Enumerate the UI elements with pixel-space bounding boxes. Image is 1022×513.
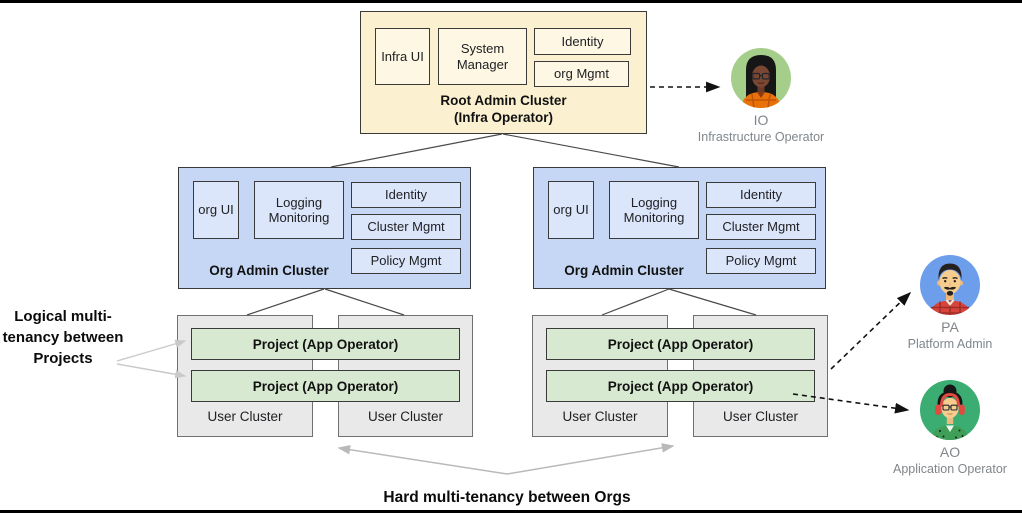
hard-multitenancy-arrow	[337, 443, 675, 475]
component-org-ui: org UI	[548, 181, 594, 239]
component-logging-monitoring: Logging Monitoring	[254, 181, 344, 239]
org-cluster-title: Org Admin Cluster	[209, 263, 329, 278]
component-identity: Identity	[351, 182, 461, 208]
io-avatar-icon	[731, 48, 791, 108]
project-bar: Project (App Operator)	[191, 370, 460, 402]
arrow-label-to-project2	[116, 363, 187, 379]
persona-pa: PA Platform Admin	[870, 255, 1022, 351]
hard-multitenancy-label: Hard multi-tenancy between Orgs	[383, 489, 631, 506]
window-top-edge	[0, 0, 1022, 3]
component-cluster-mgmt: Cluster Mgmt	[351, 214, 461, 240]
ao-avatar-icon	[920, 380, 980, 440]
component-org-ui: org UI	[193, 181, 239, 239]
component-policy-mgmt: Policy Mgmt	[706, 248, 816, 274]
pa-avatar-icon	[920, 255, 980, 315]
logical-multitenancy-label: Logical multi-tenancy between Projects	[2, 308, 124, 367]
root-admin-cluster: Infra UI System Manager Identity org Mgm…	[360, 11, 647, 134]
component-policy-mgmt: Policy Mgmt	[351, 248, 461, 274]
line-root-to-org-left	[330, 133, 503, 168]
persona-io-abbr: IO	[753, 112, 769, 128]
persona-pa-role: Platform Admin	[907, 337, 993, 351]
persona-io-role: Infrastructure Operator	[697, 130, 825, 144]
user-cluster-label: User Cluster	[207, 409, 283, 424]
root-cluster-title: Root Admin Cluster (Infra Operator)	[361, 93, 646, 126]
component-org-mgmt: org Mgmt	[534, 61, 629, 87]
line-orgleft-to-user2	[324, 288, 405, 316]
persona-ao-abbr: AO	[939, 444, 961, 460]
component-logging-monitoring: Logging Monitoring	[609, 181, 699, 239]
line-orgright-to-user2	[668, 288, 757, 316]
logical-label-arrows	[116, 339, 187, 379]
line-orgright-to-user1	[601, 288, 670, 316]
window-bottom-edge	[0, 510, 1022, 513]
persona-pa-abbr: PA	[941, 319, 959, 335]
org-admin-cluster-right: org UI Logging Monitoring Identity Clust…	[533, 167, 826, 289]
project-bar: Project (App Operator)	[191, 328, 460, 360]
project-bar: Project (App Operator)	[546, 328, 815, 360]
component-system-manager: System Manager	[438, 28, 527, 85]
arrow-label-to-project1	[116, 339, 187, 362]
component-identity: Identity	[706, 182, 816, 208]
persona-ao: AO Application Operator	[870, 380, 1022, 476]
root-cluster-title-line2: (Infra Operator)	[453, 109, 553, 125]
root-cluster-title-line1: Root Admin Cluster	[440, 93, 567, 109]
line-root-to-org-right	[502, 133, 680, 168]
component-identity: Identity	[534, 28, 631, 55]
user-cluster-label: User Cluster	[367, 409, 443, 424]
line-orgleft-to-user1	[246, 288, 325, 316]
user-cluster-label: User Cluster	[722, 409, 798, 424]
org-cluster-title: Org Admin Cluster	[564, 263, 684, 278]
org-admin-cluster-left: org UI Logging Monitoring Identity Clust…	[178, 167, 471, 289]
component-cluster-mgmt: Cluster Mgmt	[706, 214, 816, 240]
project-bar: Project (App Operator)	[546, 370, 815, 402]
persona-ao-role: Application Operator	[893, 462, 1007, 476]
component-infra-ui: Infra UI	[375, 28, 430, 85]
user-cluster-label: User Cluster	[562, 409, 638, 424]
persona-io: IO Infrastructure Operator	[681, 48, 841, 144]
